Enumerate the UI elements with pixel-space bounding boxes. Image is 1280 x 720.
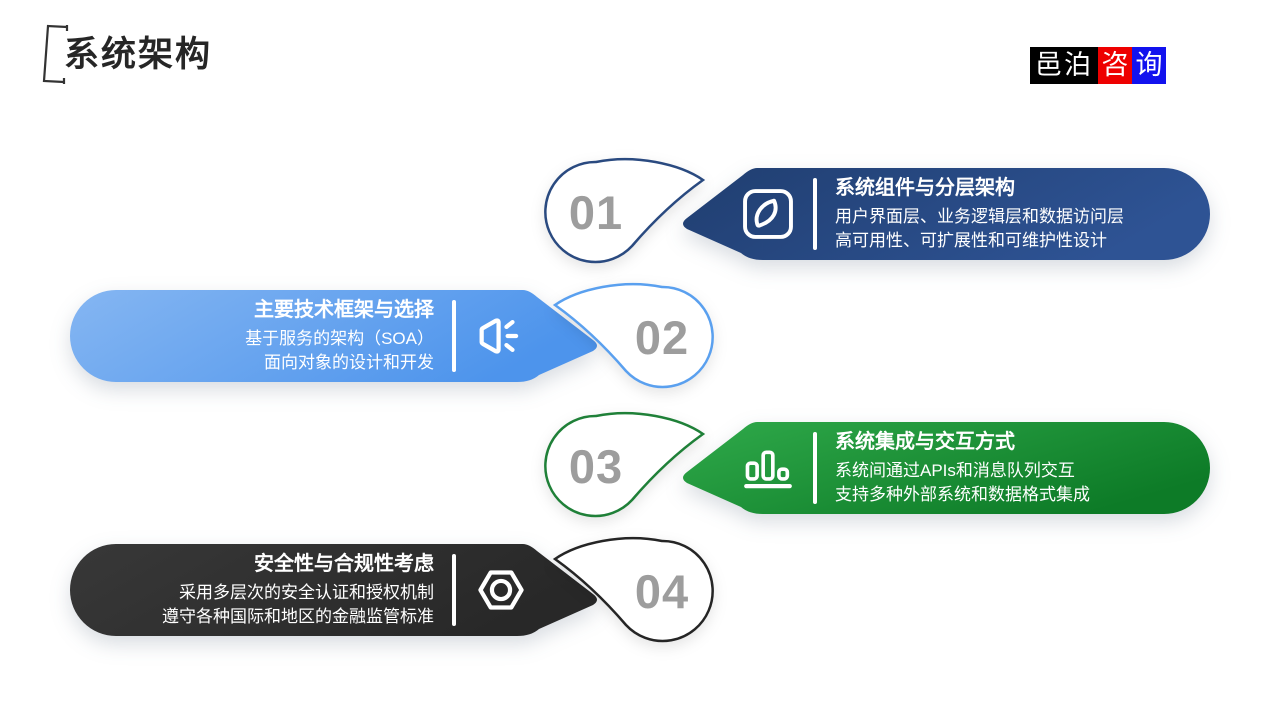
- item-04-content: 安全性与合规性考虑 采用多层次的安全认证和授权机制 遵守各种国际和地区的金融监管…: [98, 542, 530, 638]
- brand-logo: 邑泊 咨 询: [1030, 47, 1166, 84]
- item-03-title: 系统集成与交互方式: [835, 430, 1015, 453]
- divider-line: [813, 178, 817, 250]
- item-02-balloon: [552, 282, 714, 389]
- item-01-balloon: [544, 157, 706, 264]
- item-04-title: 安全性与合规性考虑: [254, 552, 434, 575]
- item-03-balloon: [544, 411, 706, 518]
- item-02-desc2: 面向对象的设计和开发: [264, 353, 434, 372]
- logo-segment-red: 咨: [1098, 47, 1132, 84]
- megaphone-icon: [479, 318, 519, 354]
- logo-segment-black: 邑泊: [1030, 47, 1098, 84]
- item-03-desc2: 支持多种外部系统和数据格式集成: [835, 485, 1090, 504]
- item-04-pill: [70, 544, 597, 636]
- item-04-balloon: [552, 536, 714, 643]
- title-bracket-decoration: [42, 24, 69, 84]
- item-02-desc1: 基于服务的架构（SOA）: [245, 328, 434, 348]
- item-01-number: 01: [568, 185, 624, 239]
- bar-chart-icon: [744, 450, 792, 489]
- item-02-number: 02: [634, 310, 690, 364]
- divider-line: [452, 300, 456, 372]
- item-01-content: 系统组件与分层架构 用户界面层、业务逻辑层和数据访问层 高可用性、可扩展性和可维…: [737, 166, 1187, 262]
- item-02-title: 主要技术框架与选择: [254, 298, 434, 321]
- item-04-desc2: 遵守各种国际和地区的金融监管标准: [162, 607, 434, 626]
- page-title: 系统架构: [64, 35, 213, 74]
- item-04-desc1: 采用多层次的安全认证和授权机制: [179, 582, 434, 602]
- item-03-content: 系统集成与交互方式 系统间通过APIs和消息队列交互 支持多种外部系统和数据格式…: [737, 420, 1187, 516]
- pen-nib-icon: [743, 189, 793, 239]
- item-03-desc1: 系统间通过APIs和消息队列交互: [835, 460, 1075, 480]
- divider-line: [452, 554, 456, 626]
- hex-nut-icon: [478, 570, 524, 610]
- item-01-desc1: 用户界面层、业务逻辑层和数据访问层: [835, 206, 1124, 226]
- divider-line: [813, 432, 817, 504]
- item-04-number: 04: [634, 564, 690, 618]
- item-02-content: 主要技术框架与选择 基于服务的架构（SOA） 面向对象的设计和开发: [98, 288, 530, 384]
- logo-segment-blue: 询: [1132, 47, 1166, 84]
- item-01-title: 系统组件与分层架构: [835, 176, 1015, 199]
- item-01-desc2: 高可用性、可扩展性和可维护性设计: [835, 231, 1107, 250]
- item-02-pill: [70, 290, 597, 382]
- item-03-number: 03: [568, 439, 624, 493]
